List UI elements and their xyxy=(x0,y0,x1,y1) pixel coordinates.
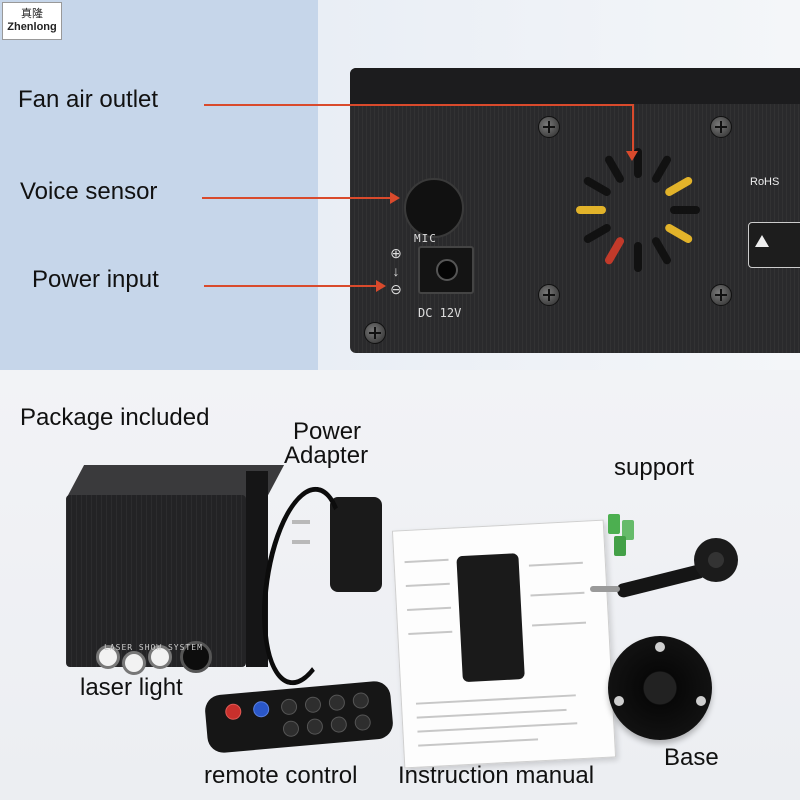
vent-slot xyxy=(583,224,611,243)
arrow-right-icon xyxy=(376,280,386,292)
remote-button xyxy=(252,700,270,718)
arrow-line xyxy=(204,104,634,106)
laser-lens xyxy=(148,645,172,669)
remote-button xyxy=(330,715,348,734)
remote-power-button xyxy=(224,703,242,721)
label-instruction-manual: Instruction manual xyxy=(398,762,595,789)
base-screw-hole xyxy=(655,642,665,652)
watermark-brand: Zhenlong xyxy=(7,21,57,33)
fan-vent-graphic xyxy=(576,148,700,272)
label-power-adapter-line2: Adapter xyxy=(284,442,369,469)
microphone-grille xyxy=(404,178,464,238)
remote-button xyxy=(354,713,372,732)
vent-slot xyxy=(605,155,624,183)
vent-slot xyxy=(576,206,606,214)
manual-text-line xyxy=(532,621,587,627)
vent-slot xyxy=(605,237,624,265)
remote-button xyxy=(328,693,346,712)
warning-triangle-icon xyxy=(755,235,769,247)
bracket-knob-center xyxy=(708,552,724,568)
label-base: Base xyxy=(664,744,719,771)
label-power-adapter-line1: Power xyxy=(293,418,362,445)
manual-text-line xyxy=(418,738,539,747)
mounting-base xyxy=(608,636,712,740)
screw-icon xyxy=(538,284,560,306)
manual-text-line xyxy=(408,630,453,635)
rohs-marking: RoHS xyxy=(750,176,780,188)
dc-voltage-marking: DC 12V xyxy=(418,306,462,320)
adapter-prong xyxy=(292,540,310,544)
laser-box-marking: LASER SHOW SYSTEM xyxy=(104,643,203,652)
vent-slot xyxy=(634,242,642,272)
manual-text-line xyxy=(407,606,452,612)
dc-jack-socket xyxy=(436,259,458,281)
arrow-line xyxy=(202,197,392,199)
manual-text-line xyxy=(415,694,576,705)
support-bracket xyxy=(590,514,738,598)
manual-text-line xyxy=(404,558,449,564)
laser-lens xyxy=(122,651,146,675)
screw-icon xyxy=(710,116,732,138)
remote-button xyxy=(306,717,324,736)
base-screw-hole xyxy=(696,696,706,706)
callout-background xyxy=(0,0,318,370)
manual-text-line xyxy=(405,582,450,588)
laser-lens xyxy=(96,645,120,669)
manual-text-line xyxy=(417,722,578,733)
device-top-rim xyxy=(350,68,800,104)
arrow-down-icon xyxy=(626,151,638,161)
arrow-line xyxy=(632,104,634,154)
vent-slot xyxy=(634,148,642,178)
watermark-chinese: 真隆 xyxy=(21,8,43,20)
vent-slot xyxy=(583,177,611,196)
polarity-symbol-icon: ⊕↓⊖ xyxy=(390,245,402,297)
laser-box-front xyxy=(66,495,246,675)
mounting-screw xyxy=(622,520,634,540)
remote-button xyxy=(352,691,370,710)
base-screw-hole xyxy=(614,696,624,706)
laser-box-side xyxy=(246,471,268,667)
laser-main-lens xyxy=(180,641,212,673)
label-laser-light: laser light xyxy=(80,674,183,701)
warning-label xyxy=(748,222,800,268)
manual-text-line xyxy=(528,561,583,567)
screw-icon xyxy=(364,322,386,344)
label-remote-control: remote control xyxy=(204,762,358,789)
remote-button xyxy=(280,698,298,716)
package-heading: Package included xyxy=(20,404,210,431)
manual-text-line xyxy=(416,708,567,719)
mounting-screw xyxy=(608,514,620,534)
vent-slot xyxy=(670,206,700,214)
arrow-right-icon xyxy=(390,192,400,204)
vent-slot xyxy=(665,224,693,243)
bracket-arm xyxy=(616,564,706,598)
callout-fan-air-outlet: Fan air outlet xyxy=(18,86,159,113)
screw-icon xyxy=(710,284,732,306)
device-back-panel-photo: MIC ⊕↓⊖ DC 12V RoHS Fan air outlet Voice… xyxy=(0,0,800,370)
remote-button xyxy=(282,720,300,738)
callout-power-input: Power input xyxy=(32,266,159,293)
arrow-line xyxy=(204,285,378,287)
instruction-manual xyxy=(391,519,617,769)
remote-button xyxy=(304,696,322,714)
laser-light-unit: LASER SHOW SYSTEM xyxy=(66,465,285,675)
label-support: support xyxy=(614,454,695,481)
dc-power-jack xyxy=(418,246,474,294)
manual-remote-illustration xyxy=(456,553,525,683)
screw-icon xyxy=(538,116,560,138)
vent-slot xyxy=(652,155,671,183)
bracket-bolt xyxy=(590,586,620,592)
mic-marking: MIC xyxy=(414,232,437,245)
manual-text-line xyxy=(530,591,585,597)
vent-slot xyxy=(665,177,693,196)
mounting-screw xyxy=(614,536,626,556)
vent-slot xyxy=(652,237,671,265)
brand-watermark: 真隆 Zhenlong xyxy=(2,2,62,40)
adapter-prong xyxy=(292,520,310,524)
power-adapter xyxy=(330,497,382,592)
callout-voice-sensor: Voice sensor xyxy=(20,178,158,205)
